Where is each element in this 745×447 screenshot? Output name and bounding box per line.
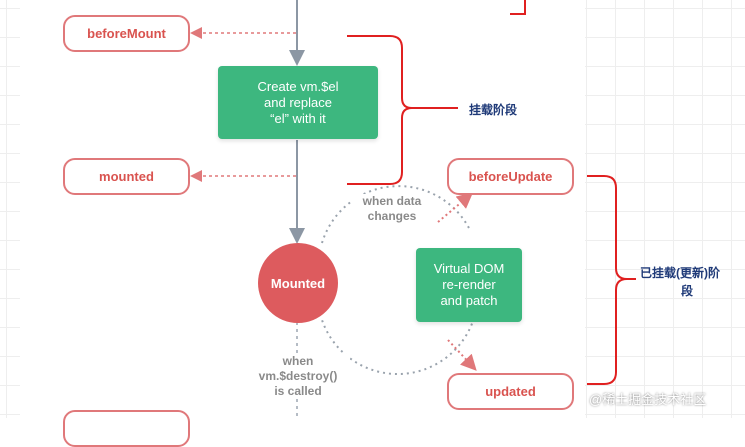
before-mount-hook: beforeMount xyxy=(63,15,190,52)
bracket-update-phase xyxy=(587,175,636,385)
virtual-dom-process: Virtual DOM re-render and patch xyxy=(416,248,522,322)
create-el-process: Create vm.$el and replace “el” with it xyxy=(218,66,378,139)
updated-hook: updated xyxy=(447,373,574,410)
before-update-hook: beforeUpdate xyxy=(447,158,574,195)
next-hook-partial xyxy=(63,410,190,447)
mounted-state-circle: Mounted xyxy=(258,243,338,323)
connector-before-update xyxy=(437,192,474,223)
when-destroy-label: when vm.$destroy() is called xyxy=(246,354,350,399)
watermark: @稀土掘金技术社区 xyxy=(589,392,707,407)
mount-phase-annotation: 挂载阶段 xyxy=(469,103,518,117)
bracket-mount-phase xyxy=(347,35,458,185)
connector-updated xyxy=(447,339,477,371)
bracket-top-fragment xyxy=(510,0,526,15)
update-phase-annotation-line2: 段 xyxy=(681,284,694,298)
connector-layer xyxy=(190,0,636,418)
when-data-changes-label: when data changes xyxy=(352,194,432,224)
update-phase-annotation-line1: 已挂载(更新)阶 xyxy=(640,266,720,280)
mounted-hook: mounted xyxy=(63,158,190,195)
